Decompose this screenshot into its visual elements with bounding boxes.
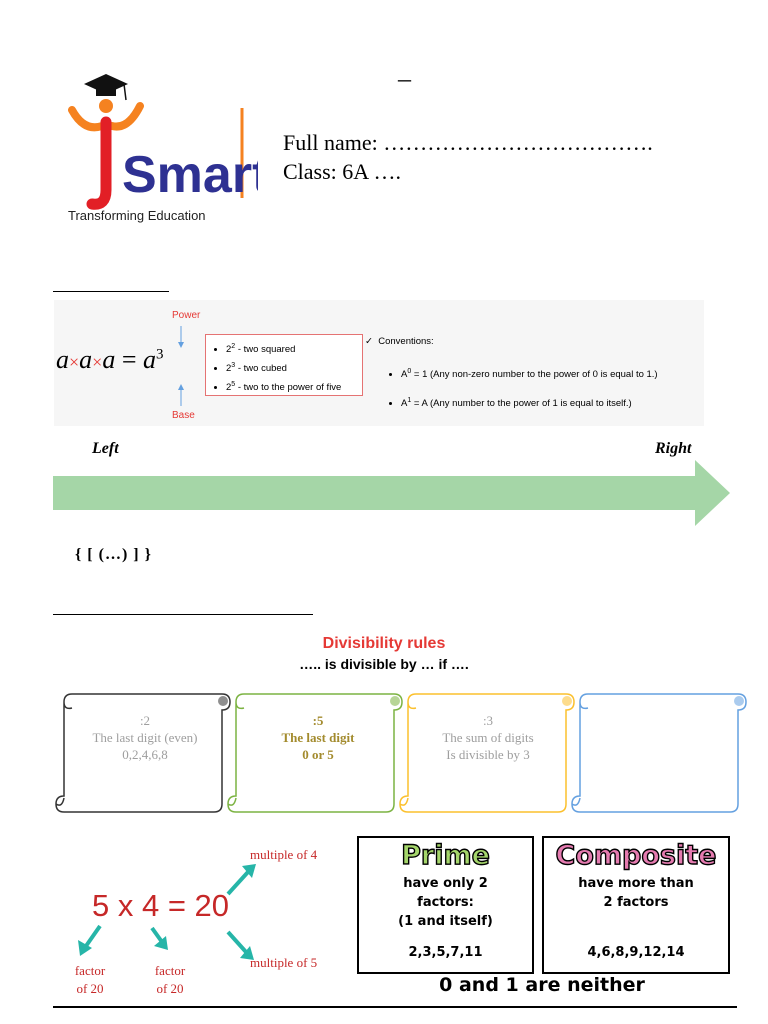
power-base-arrows [178, 326, 184, 406]
composite-examples: 4,6,8,9,12,14 [587, 945, 685, 960]
ismart-logo: Smart Transforming Education [62, 70, 269, 226]
prime-heading: Prime [400, 839, 490, 871]
right-label: Right [655, 440, 692, 457]
conventions-title: ✓ Conventions: [365, 336, 434, 347]
full-name-field: Full name: ………………………………. [283, 130, 653, 155]
factor-equation: 5 x 4 = 20 [92, 888, 230, 923]
divisibility-title: Divisibility rules [322, 635, 446, 652]
section-rule-2 [53, 614, 313, 615]
student-info: Full name: ………………………………. Class: 6A …. [283, 128, 653, 186]
power-example: 23 - two cubed [226, 358, 362, 377]
scroll-rule-2: :2 The last digit (even) 0,2,4,6,8 [92, 713, 198, 762]
divisibility-subtitle: ….. is divisible by … if …. [299, 656, 469, 672]
section-rule-1 [53, 291, 169, 292]
multiple-of-5-label: multiple of 5 [250, 955, 318, 970]
scroll-rule-3: :3 The sum of digits Is divisible by 3 [442, 713, 534, 762]
graduation-cap-icon [84, 74, 128, 94]
conventions: ✓ Conventions: A0 = 1 (Any non-zero numb… [365, 336, 658, 417]
scroll-rule-5: :5 The last digit 0 or 5 [281, 713, 355, 762]
logo-tagline: Transforming Education [68, 208, 206, 223]
scroll-outline [227, 693, 403, 813]
convention-item: A1 = A (Any number to the power of 1 is … [401, 388, 658, 417]
composite-box: Composite have more than 2 factors 4,6,8… [542, 836, 730, 974]
scroll-outline [399, 693, 575, 813]
scroll-outline [571, 693, 747, 813]
scroll-outline [55, 693, 231, 813]
brackets-order: { [ (…) ] } [75, 546, 152, 563]
teal-arrow-icon [78, 940, 92, 956]
factor-arrows [78, 864, 256, 960]
teal-arrow-icon [242, 864, 256, 878]
power-examples-box: 22 - two squared 23 - two cubed 25 - two… [205, 334, 363, 396]
composite-heading: Composite [555, 839, 717, 871]
teal-arrow-icon [240, 946, 254, 960]
header-dash: – [398, 64, 411, 93]
power-label: Power [172, 310, 201, 321]
exponent-panel [54, 300, 704, 426]
class-field: Class: 6A …. [283, 159, 401, 184]
prime-examples: 2,3,5,7,11 [408, 945, 483, 960]
composite-line: have more than [578, 876, 694, 891]
left-to-right-arrow [53, 460, 730, 526]
prime-line: factors: [417, 895, 474, 910]
logo-wordmark: Smart [122, 146, 258, 204]
checkmark-icon: ✓ [365, 336, 373, 347]
power-example: 22 - two squared [226, 339, 362, 358]
base-label: Base [172, 410, 195, 421]
prime-line: have only 2 [403, 876, 488, 891]
divisibility-scrolls [55, 693, 747, 813]
neither-note: 0 and 1 are neither [439, 974, 645, 996]
bottom-rule [53, 1006, 737, 1008]
convention-item: A0 = 1 (Any non-zero number to the power… [401, 359, 658, 388]
teal-arrow-icon [154, 936, 168, 950]
power-formula: a×a×a = a3 [56, 345, 164, 374]
prime-line: (1 and itself) [398, 914, 493, 929]
left-label: Left [92, 440, 119, 457]
multiple-of-4-label: multiple of 4 [250, 847, 318, 862]
power-example: 25 - two to the power of five [226, 377, 362, 396]
prime-box: Prime have only 2 factors: (1 and itself… [357, 836, 534, 974]
composite-line: 2 factors [603, 895, 669, 910]
